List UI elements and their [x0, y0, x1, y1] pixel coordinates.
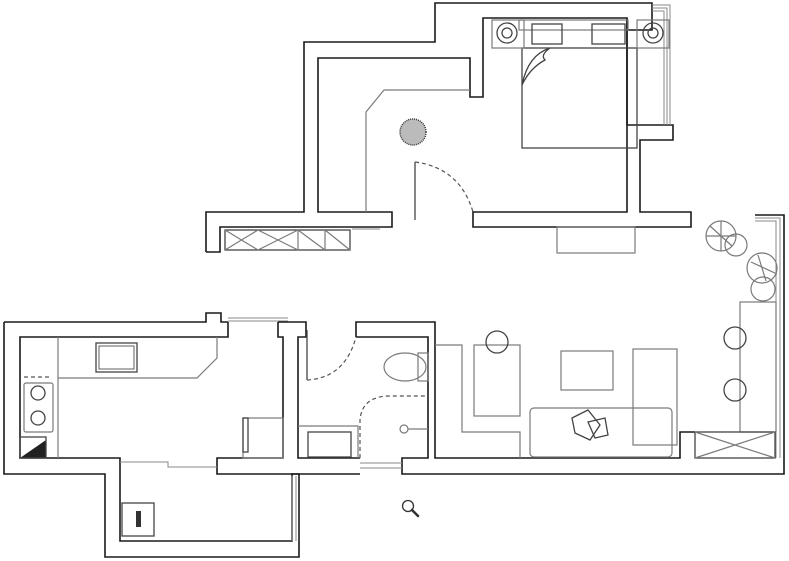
- washer: [242, 417, 284, 459]
- pillow-left: [531, 23, 563, 45]
- bar-counter: [739, 301, 777, 433]
- armchair: [473, 344, 521, 417]
- stove: [23, 382, 54, 433]
- bedroom-furniture: [224, 19, 670, 251]
- shower-curtain: [359, 395, 428, 458]
- bar-stool: [723, 326, 747, 350]
- oven: [121, 502, 155, 537]
- lamp-left-icon: [496, 22, 518, 44]
- bed-sheet-fold: [521, 47, 551, 86]
- wardrobe: [224, 229, 351, 251]
- nightstand-right: [636, 19, 670, 49]
- bed: [521, 47, 638, 149]
- tv-stand: [556, 226, 636, 254]
- fridge: [20, 440, 46, 458]
- headboard: [518, 19, 629, 31]
- magnifier-icon: [401, 499, 420, 518]
- plant-icon: [705, 220, 778, 302]
- desk-counter: [365, 89, 470, 212]
- living-furniture: [435, 220, 778, 459]
- pillow-right: [591, 23, 626, 45]
- door-swing: [414, 161, 474, 213]
- burner-icon: [30, 385, 46, 401]
- l-counter: [435, 344, 521, 458]
- sofa: [529, 407, 673, 458]
- cushions: [571, 409, 609, 441]
- coffee-table: [560, 350, 614, 391]
- nightstand-left: [491, 19, 525, 49]
- shower-head-icon: [399, 424, 409, 434]
- lower-walls: [3, 214, 785, 558]
- burner-icon: [30, 410, 46, 426]
- toilet: [383, 352, 427, 382]
- chaise: [632, 348, 678, 446]
- kitchen-furniture: [19, 337, 284, 537]
- basin: [307, 431, 352, 458]
- cabinet: [694, 431, 776, 459]
- zoom-button[interactable]: [400, 498, 422, 520]
- round-table: [399, 118, 427, 146]
- door-swing: [306, 336, 357, 381]
- lamp-right-icon: [642, 22, 664, 44]
- bathroom-furniture: [298, 330, 429, 458]
- upper-walls: [205, 2, 692, 253]
- bar-stool: [723, 378, 747, 402]
- stool: [485, 330, 509, 354]
- sink: [95, 342, 138, 373]
